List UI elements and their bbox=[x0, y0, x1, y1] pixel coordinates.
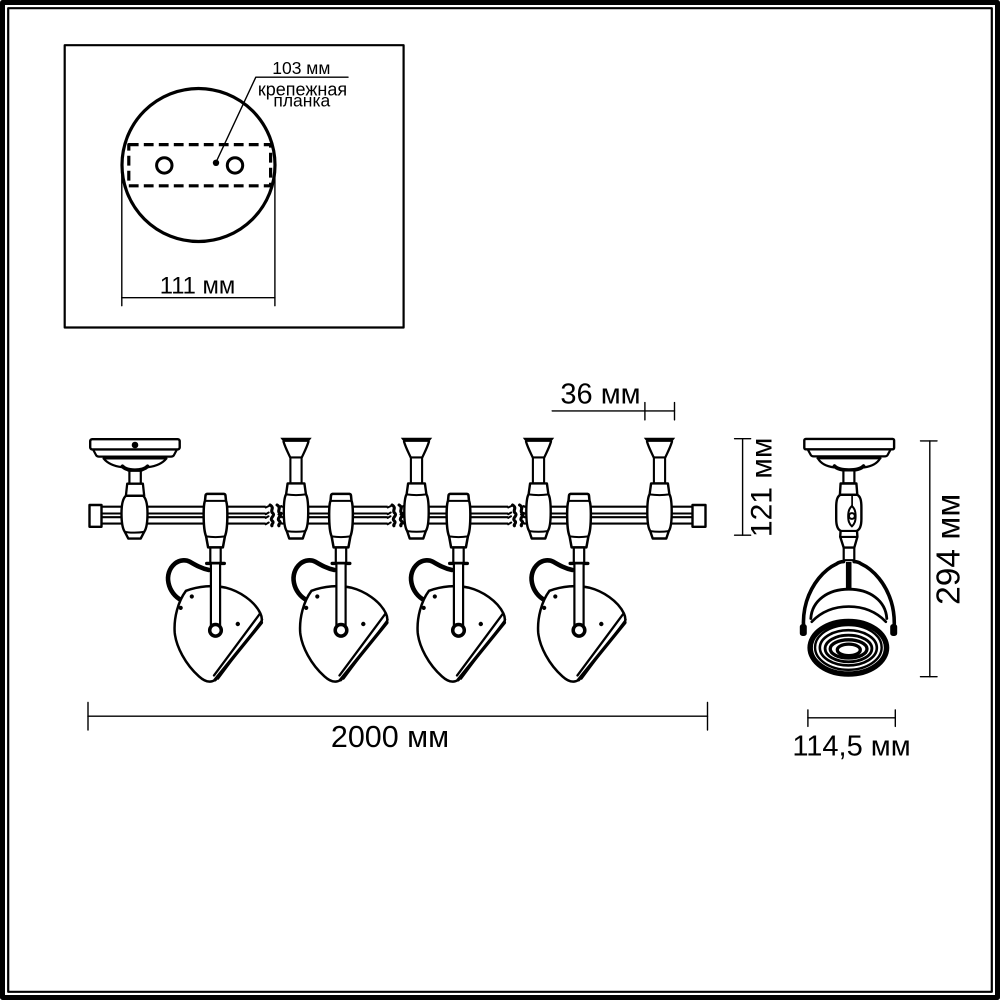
svg-text:111 мм: 111 мм bbox=[160, 273, 236, 300]
svg-text:2000 мм: 2000 мм bbox=[331, 720, 449, 754]
svg-text:121 мм: 121 мм bbox=[746, 437, 779, 537]
svg-text:114,5 мм: 114,5 мм bbox=[792, 731, 910, 763]
svg-text:планка: планка bbox=[273, 91, 330, 111]
svg-text:103 мм: 103 мм bbox=[272, 58, 330, 78]
svg-text:крепежная: крепежная bbox=[258, 79, 347, 99]
svg-text:294 мм: 294 мм bbox=[931, 494, 968, 605]
svg-text:36 мм: 36 мм bbox=[560, 378, 640, 410]
